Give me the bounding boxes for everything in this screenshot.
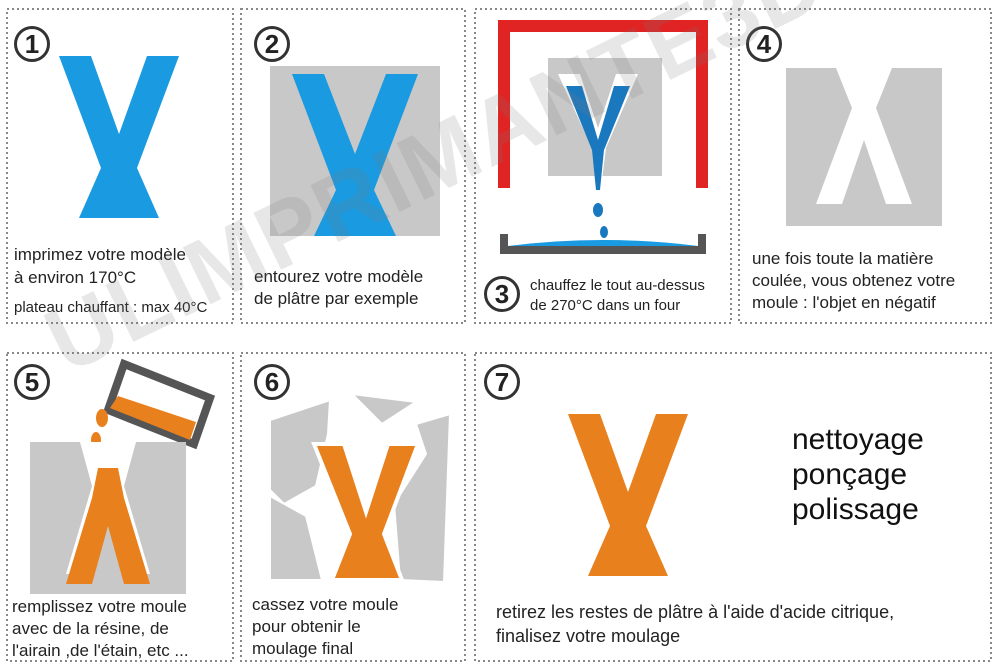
- final-y-model: [568, 414, 688, 576]
- y-shape: [59, 56, 179, 218]
- crucible: [102, 358, 216, 450]
- step-3-panel: 3 chauffez le tout au-dessus de 270°C da…: [474, 8, 732, 324]
- panel-border: [738, 8, 992, 324]
- y-cavity: [816, 68, 912, 204]
- printed-y-model: [59, 56, 179, 218]
- step-1-panel: 1 imprimez votre modèle à environ 170°C …: [6, 8, 234, 324]
- step-2-line-1: entourez votre modèle: [254, 267, 424, 286]
- step-7-line-1: retirez les restes de plâtre à l'aide d'…: [496, 602, 895, 622]
- step-6-line-3: moulage final: [252, 639, 354, 658]
- collection-tray: [500, 234, 706, 254]
- plaster-shard: [350, 394, 419, 426]
- plaster-shard: [269, 398, 332, 506]
- finish-cleaning: nettoyage: [792, 423, 924, 456]
- step-1-line-1: imprimez votre modèle: [14, 245, 186, 264]
- finish-sanding: ponçage: [792, 458, 908, 491]
- step-2-line-2: de plâtre par exemple: [254, 289, 419, 308]
- step-7-panel: 7 retirez les restes de plâtre à l'aide …: [474, 352, 992, 662]
- y-shape: [292, 74, 418, 236]
- y-shape: [568, 414, 688, 576]
- step-number-badge: 1: [14, 26, 50, 62]
- step-1-line-2: à environ 170°C: [14, 268, 137, 287]
- oven-frame: [498, 20, 708, 188]
- pouring-illustration: [30, 358, 216, 594]
- collected-liquid: [508, 240, 698, 246]
- molten-metal: [110, 396, 196, 440]
- step-number-badge: 3: [484, 276, 520, 312]
- step-5-line-3: l'airain ,de l'étain, etc ...: [12, 641, 189, 660]
- step-number-badge: 2: [254, 26, 290, 62]
- step-6-line-2: pour obtenir le: [252, 617, 361, 636]
- step-number-badge: 6: [254, 364, 290, 400]
- step-2-panel: 2 entourez votre modèle de plâtre par ex…: [240, 8, 466, 324]
- plaster-shard: [269, 494, 324, 581]
- finishing-steps: nettoyage ponçage polissage: [792, 422, 924, 527]
- panel-border: [240, 8, 466, 324]
- oven-illustration: [498, 20, 708, 254]
- broken-mold-illustration: [269, 394, 452, 584]
- step-6-line-1: cassez votre moule: [252, 595, 399, 614]
- step-3-line-1: chauffez le tout au-dessus: [530, 277, 705, 294]
- step-4-line-1: une fois toute la matière: [752, 249, 934, 268]
- step-1-note: plateau chauffant : max 40°C: [14, 299, 208, 316]
- panel-border: [6, 352, 234, 662]
- poured-fill: [66, 468, 150, 584]
- step-4-line-3: moule : l'objet en négatif: [752, 293, 936, 312]
- negative-mold: [786, 68, 942, 226]
- drip: [593, 203, 603, 217]
- plaster-block-with-model: [270, 66, 440, 236]
- plaster-shard: [392, 412, 452, 584]
- step-6-panel: 6 cassez votre moule pour obtenir le mou…: [240, 352, 466, 662]
- step-5-panel: 5 remplissez votre moule avec de la rési…: [6, 352, 234, 662]
- step-7-line-2: finalisez votre moulage: [496, 626, 681, 646]
- step-number-badge: 4: [746, 26, 782, 62]
- step-3-line-2: de 270°C dans un four: [530, 297, 681, 314]
- step-4-panel: 4 une fois toute la matière coulée, vous…: [738, 8, 992, 324]
- step-5-line-2: avec de la résine, de: [12, 619, 169, 638]
- drip: [96, 409, 108, 427]
- finish-polishing: polissage: [792, 493, 919, 526]
- step-number-badge: 5: [14, 364, 50, 400]
- step-4-line-2: coulée, vous obtenez votre: [752, 271, 956, 290]
- panel-border: [474, 352, 992, 662]
- melting-plastic: [566, 86, 630, 190]
- step-5-line-1: remplissez votre moule: [12, 597, 187, 616]
- y-shape: [311, 442, 421, 582]
- panel-border: [240, 352, 466, 662]
- drip: [600, 226, 608, 238]
- step-number-badge: 7: [484, 364, 520, 400]
